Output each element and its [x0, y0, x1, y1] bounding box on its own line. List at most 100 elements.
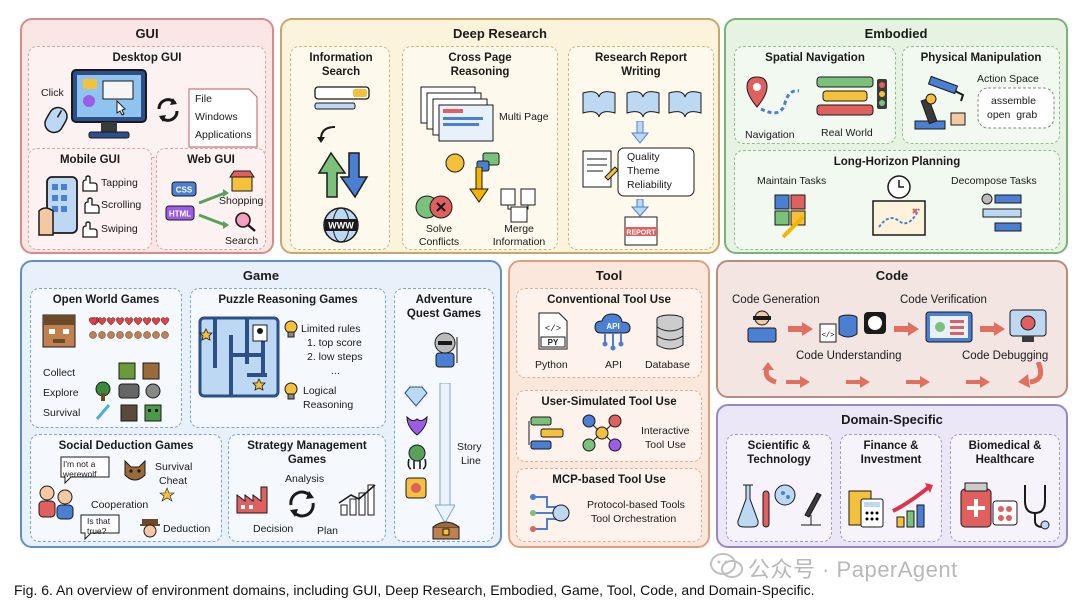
survival-label: Survival: [43, 407, 81, 419]
html-badge-icon: HTML: [165, 205, 195, 221]
desktop-gui-title: Desktop GUI: [112, 52, 182, 64]
decompose-list-icon: [979, 191, 1025, 235]
swipe-hand-icon: [79, 221, 99, 239]
mcp-tool-box: MCP-based Tool Use Protocol-based Tools …: [516, 468, 702, 542]
block-character-icon: [41, 313, 77, 349]
tool-use-label: Tool Use: [645, 439, 686, 451]
conventional-tool-title: Conventional Tool Use: [547, 294, 671, 306]
reasoning-label: Reasoning: [303, 399, 354, 411]
database-icon: [655, 313, 685, 351]
report-down-arrow-2-icon: [631, 199, 649, 217]
refresh-arrows-icon: [153, 95, 183, 125]
is-that-true-label: Is that true?: [87, 516, 111, 536]
report-down-arrow-icon: [631, 121, 649, 145]
quality-frame: [617, 147, 697, 197]
report-doc-icon: REPORT: [623, 215, 659, 247]
cross-page-reasoning-box: Cross Page Reasoning Multi Page Solve Co…: [402, 46, 558, 250]
solve-conflicts-label: Solve Conflicts: [418, 223, 460, 248]
social-deduction-box: Social Deduction Games I'm not a werewol…: [30, 434, 222, 542]
action-space-label: Action Space: [977, 73, 1039, 85]
return-arrows-icon: [762, 362, 1062, 392]
finance-icon: [847, 481, 937, 531]
deep-research-panel: Deep Research Information Search WWW Cro…: [280, 18, 720, 254]
code-debugging-label: Code Debugging: [962, 350, 1049, 362]
scientific-title: Scientific & Technology: [747, 440, 811, 466]
strategy-management-title: Strategy Management Games: [247, 440, 367, 466]
www-text: WWW: [328, 221, 354, 231]
mouse-icon: [39, 103, 73, 137]
verify-screen-icon: [924, 310, 974, 344]
stacked-pages-icon: [419, 85, 499, 143]
monitor-icon: [69, 67, 149, 145]
physical-manipulation-title: Physical Manipulation: [920, 52, 1042, 64]
factory-icon: [235, 481, 269, 515]
embodied-panel: Embodied Spatial Navigation Navigation R…: [724, 18, 1068, 254]
open-world-title: Open World Games: [52, 294, 160, 306]
game-panel: Game Open World Games Collect Explore Su…: [20, 260, 502, 548]
adventure-quest-title: Adventure Quest Games: [406, 294, 482, 320]
puzzle-tools-icon: [771, 191, 811, 239]
long-horizon-box: Long-Horizon Planning Maintain Tasks Dec…: [734, 150, 1060, 250]
watermark: 公众号 · PaperAgent: [748, 557, 958, 582]
lab-flask-icon: [737, 481, 825, 531]
protocol-tools-label: Protocol-based Tools: [587, 499, 685, 511]
bulb-icon: [283, 319, 299, 339]
svg-text:</>: </>: [545, 324, 561, 334]
planning-map-icon: [869, 173, 929, 239]
tool-orchestration-label: Tool Orchestration: [591, 513, 677, 525]
quality-label: Quality: [627, 151, 660, 163]
merge-docs-icon: [499, 187, 539, 223]
strategy-management-box: Strategy Management Games Analysis Decis…: [228, 434, 386, 542]
python-label: Python: [535, 359, 568, 371]
wechat-icon: [710, 552, 744, 585]
report-tag-text: REPORT: [626, 230, 656, 237]
diamond-icon: [403, 385, 429, 407]
limited-rules-label: Limited rules: [301, 323, 361, 335]
deduction-label: Deduction: [163, 523, 211, 535]
web-gui-title: Web GUI: [187, 154, 235, 166]
css-badge-text: CSS: [176, 186, 193, 195]
circuit-brain-icon: [527, 491, 571, 537]
octopus-icon: [403, 443, 431, 471]
survival-items-icon: [93, 401, 173, 423]
phone-icon: [37, 175, 83, 245]
flow-icon: [527, 413, 567, 453]
tap-hand-icon: [79, 175, 99, 193]
maintain-tasks-label: Maintain Tasks: [757, 175, 827, 187]
biomedical-title: Biomedical & Healthcare: [968, 440, 1042, 466]
collect-blocks-icon: [113, 361, 173, 381]
route-pin-icon: [745, 69, 801, 123]
scroll-icon: [403, 475, 429, 501]
web-gui-box: Web GUI CSS HTML Shopping Search: [156, 148, 266, 250]
scientific-box: Scientific & Technology: [726, 434, 832, 542]
css-badge-icon: CSS: [171, 181, 197, 197]
click-label: Click: [41, 87, 64, 99]
open-world-box: Open World Games Collect Explore Surviva…: [30, 288, 182, 428]
books-icon: [581, 87, 703, 117]
conventional-tool-box: Conventional Tool Use </>PY Python API A…: [516, 288, 702, 378]
py-tag-text: PY: [548, 338, 559, 347]
tapping-label: Tapping: [101, 177, 138, 189]
robot-arm-icon: [911, 71, 971, 131]
analysis-label: Analysis: [285, 473, 325, 485]
code-understanding-label: Code Understanding: [796, 350, 902, 362]
explore-label: Explore: [43, 387, 79, 399]
down-arrow-icon: [469, 167, 489, 203]
gui-title: GUI: [135, 26, 159, 41]
top-score-label: 1. top score: [307, 337, 362, 349]
merge-information-label: Merge Information: [492, 223, 546, 248]
user-simulated-box: User-Simulated Tool Use Interactive Tool…: [516, 390, 702, 462]
real-world-label: Real World: [821, 127, 873, 139]
document-card-icon: [187, 87, 259, 149]
code-panel: Code Code Generation Code Verification <…: [716, 260, 1068, 398]
database-label: Database: [645, 359, 690, 371]
exchange-arrows-icon: [311, 123, 373, 201]
mobile-gui-box: Mobile GUI Tapping Scrolling Swiping: [28, 148, 152, 250]
scrolling-label: Scrolling: [101, 199, 142, 211]
finance-box: Finance & Investment: [840, 434, 942, 542]
bulb-2-icon: [283, 381, 299, 401]
mcp-tool-title: MCP-based Tool Use: [552, 474, 666, 486]
cheat-label: Cheat: [159, 475, 188, 487]
low-steps-label: 2. low steps: [307, 351, 363, 363]
file-label: File: [195, 93, 212, 105]
